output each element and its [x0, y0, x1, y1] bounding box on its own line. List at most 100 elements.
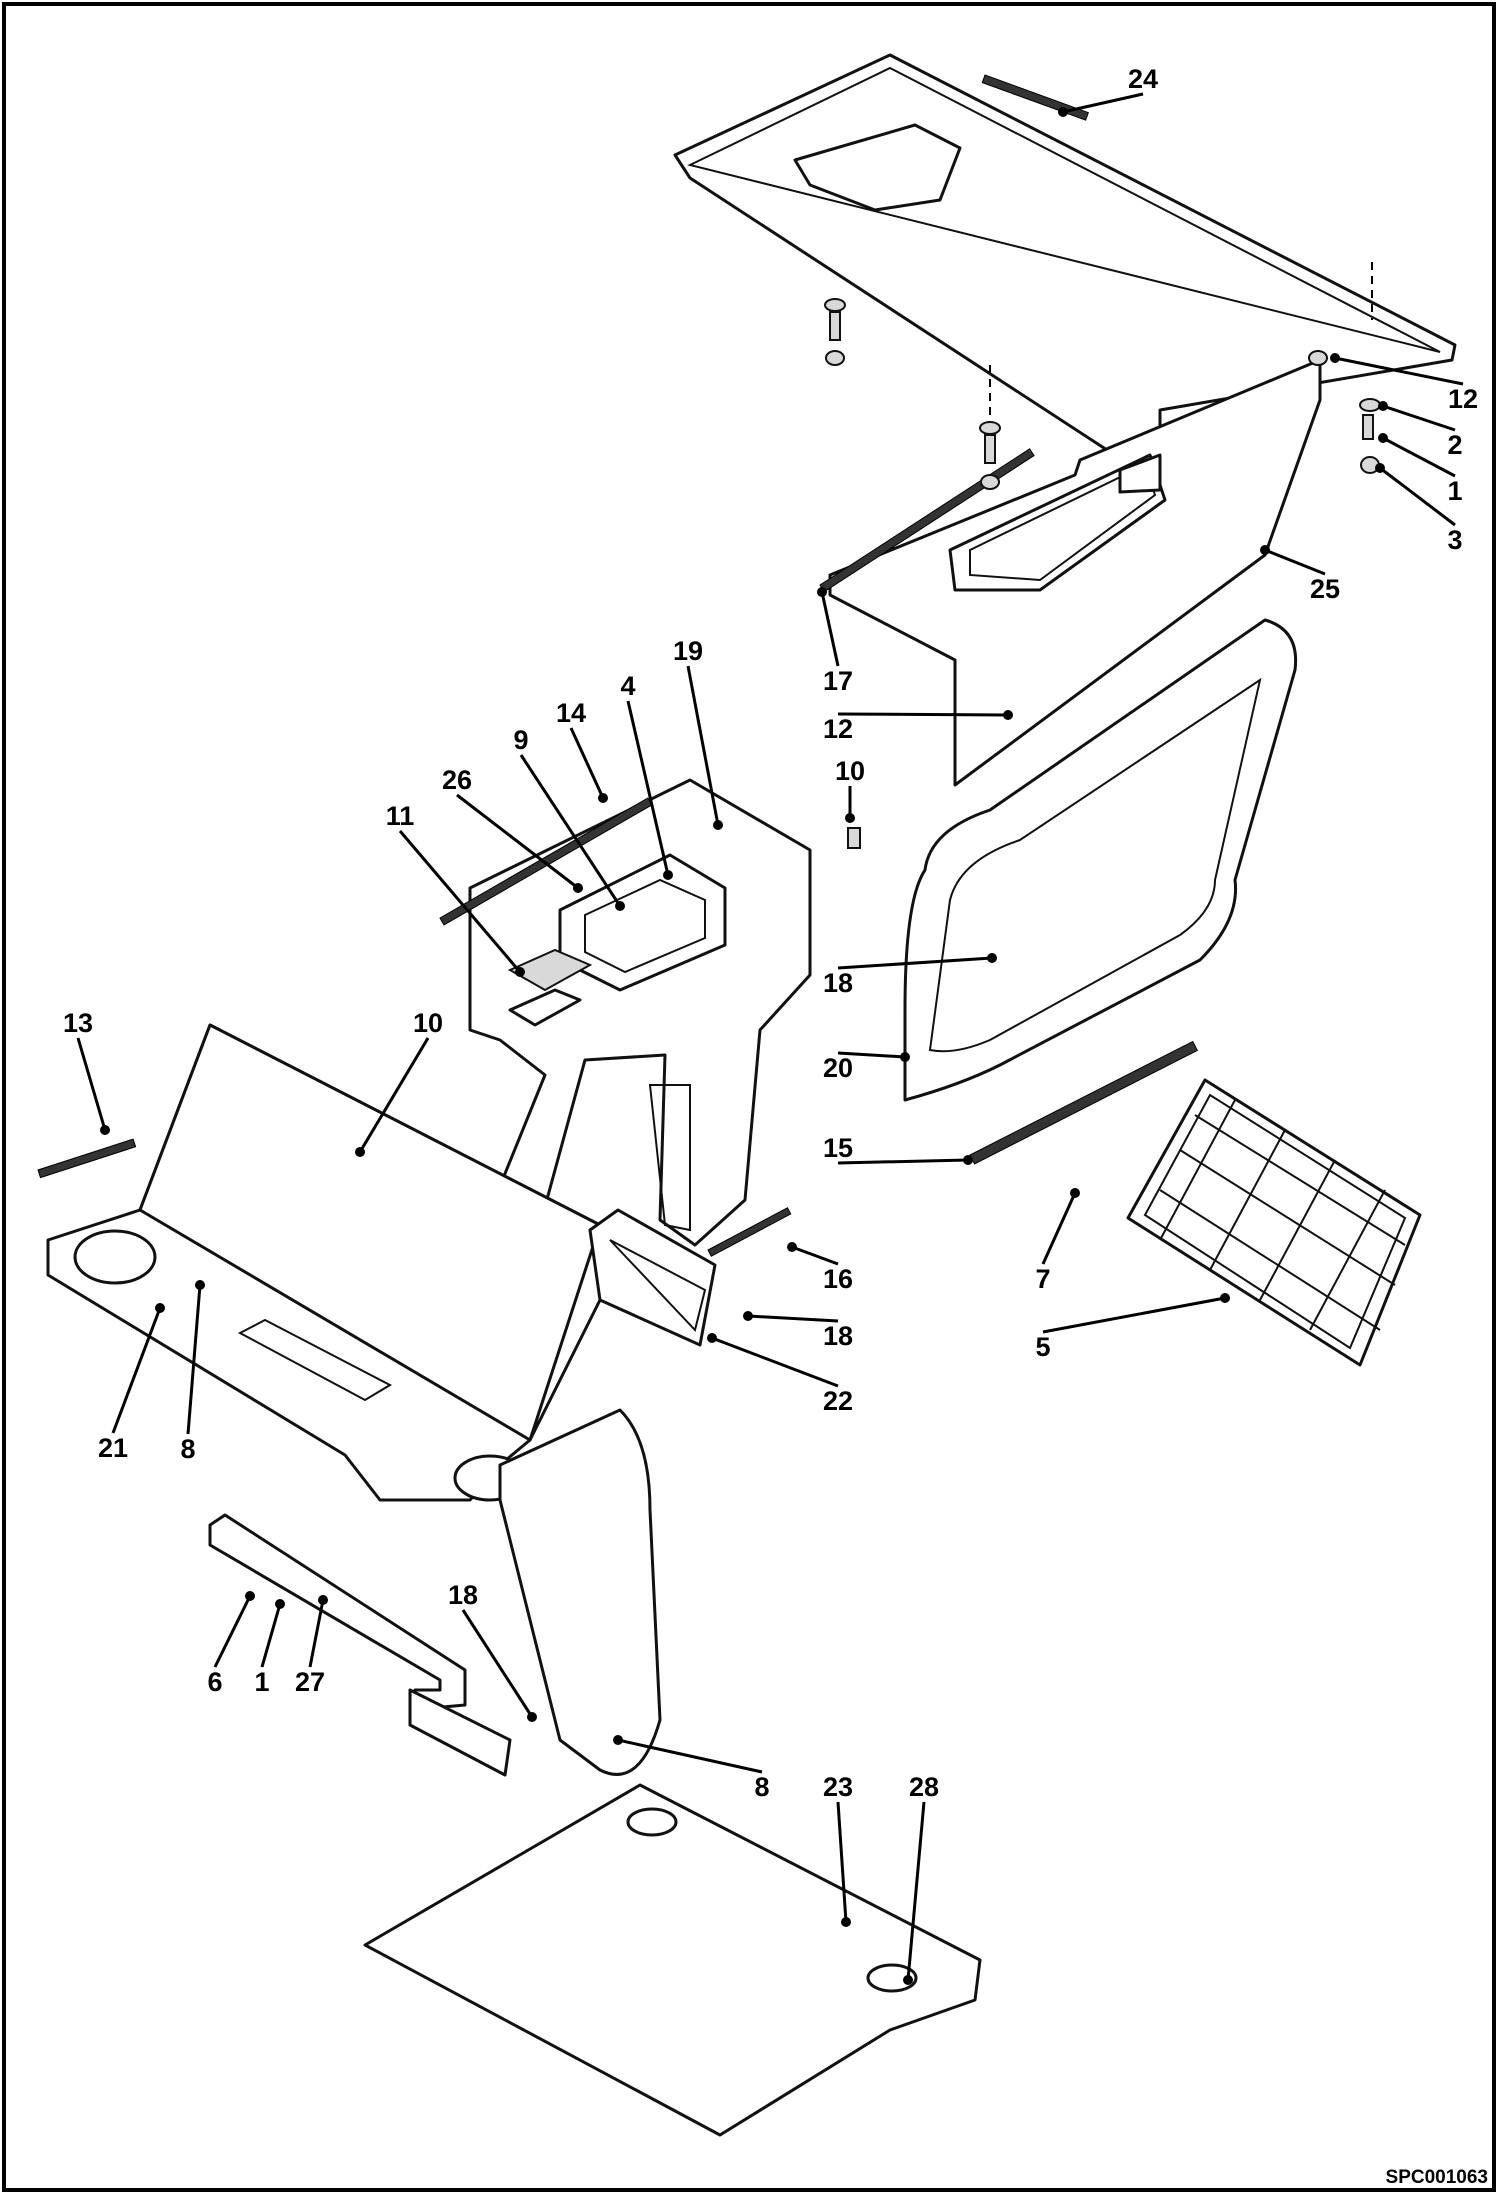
callout-label: 4 [620, 671, 635, 701]
part-5-storage-net [1126, 1078, 1422, 1367]
callout-target-dot [1375, 463, 1385, 473]
callout-target-dot [515, 967, 525, 977]
part-28-grommet-lower [866, 1963, 918, 1993]
callout-leader-line [837, 956, 993, 970]
callout-18: 18 [448, 1580, 537, 1722]
callout-leader-line [519, 754, 622, 907]
callout-4: 4 [620, 671, 673, 880]
callout-target-dot [787, 1242, 797, 1252]
callout-label: 9 [513, 725, 528, 755]
callout-target-dot [987, 953, 997, 963]
callout-28: 28 [903, 1772, 939, 1985]
callout-target-dot [355, 1147, 365, 1157]
callout-label: 10 [835, 756, 865, 786]
callout-leader-line [461, 1609, 534, 1718]
callout-leader-line [1264, 548, 1326, 576]
callout-label: 19 [673, 636, 703, 666]
callout-leader-line [837, 712, 1009, 717]
callout-14: 14 [556, 698, 608, 803]
callout-target-dot [275, 1599, 285, 1609]
callout-leader-line [569, 727, 605, 799]
part-10-clip-upper [847, 827, 861, 849]
callout-leader-line [308, 1599, 325, 1668]
callout-label: 8 [754, 1772, 769, 1802]
callout-label: 1 [254, 1667, 269, 1697]
callout-leader-line [1382, 404, 1456, 432]
callout-leader-line [456, 793, 579, 890]
part-16-trim-strip [707, 1207, 792, 1257]
callout-22: 22 [707, 1333, 853, 1416]
callout-target-dot [1003, 710, 1013, 720]
callout-3: 3 [1375, 463, 1463, 555]
callout-target-dot [841, 1917, 851, 1927]
callout-target-dot [1378, 433, 1388, 443]
callout-label: 18 [823, 1321, 853, 1351]
callout-leader-line [1334, 356, 1464, 386]
callout-26: 26 [442, 765, 583, 893]
callout-19: 19 [673, 636, 723, 830]
callout-18: 18 [823, 953, 997, 998]
callout-8: 8 [613, 1735, 770, 1802]
callout-leader-line [711, 1336, 839, 1388]
callout-label: 1 [1447, 476, 1462, 506]
callout-leader-line [686, 665, 720, 826]
callout-2: 2 [1378, 401, 1463, 460]
part-21-front-panel [46, 1023, 602, 1502]
callout-label: 23 [823, 1772, 853, 1802]
callout-target-dot [573, 883, 583, 893]
callout-15: 15 [823, 1133, 973, 1165]
callout-leader-line [837, 1158, 969, 1165]
callout-target-dot [707, 1333, 717, 1343]
callout-label: 17 [823, 666, 853, 696]
callout-20: 20 [823, 1051, 910, 1083]
callout-label: 12 [823, 714, 853, 744]
callout-leader-line [1062, 92, 1144, 114]
callout-target-dot [845, 813, 855, 823]
callout-leader-line [791, 1245, 839, 1266]
callout-label: 2 [1447, 430, 1462, 460]
callout-label: 20 [823, 1053, 853, 1083]
callout-target-dot [900, 1052, 910, 1062]
callout-label: 12 [1448, 384, 1478, 414]
callout-7: 7 [1035, 1188, 1080, 1294]
callout-leader-line [906, 1801, 926, 1981]
callout-leader-line [111, 1307, 162, 1434]
callout-leader-line [1382, 436, 1456, 478]
callout-target-dot [1260, 545, 1270, 555]
callout-label: 18 [448, 1580, 478, 1610]
callout-target-dot [155, 1303, 165, 1313]
callout-target-dot [598, 793, 608, 803]
callout-target-dot [195, 1280, 205, 1290]
callout-label: 18 [823, 968, 853, 998]
callout-target-dot [1378, 401, 1388, 411]
callout-leader-line [213, 1595, 252, 1668]
callout-label: 16 [823, 1264, 853, 1294]
callout-leader-line [747, 1314, 839, 1323]
callout-target-dot [903, 1975, 913, 1985]
callout-10: 10 [355, 1008, 443, 1157]
part-20-side-panel [903, 618, 1298, 1102]
callout-label: 10 [413, 1008, 443, 1038]
callout-9: 9 [513, 725, 625, 911]
callout-leader-line [836, 1801, 848, 1923]
callout-label: 11 [386, 801, 415, 831]
callout-leader-line [260, 1603, 282, 1668]
callout-target-dot [1058, 107, 1068, 117]
callout-target-dot [1330, 353, 1340, 363]
callout-25: 25 [1260, 545, 1340, 604]
callout-leader-line [617, 1738, 763, 1774]
callout-21: 21 [98, 1303, 165, 1463]
part-23-floor-mat [363, 1783, 982, 2137]
callout-leader-line [626, 700, 670, 876]
callout-16: 16 [787, 1242, 853, 1294]
callout-24: 24 [1058, 64, 1158, 117]
callout-leader-line [837, 1051, 906, 1059]
callout-12: 12 [823, 710, 1013, 744]
callout-label: 3 [1447, 525, 1462, 555]
part-28-grommet-upper [626, 1807, 678, 1837]
callout-label: 14 [556, 698, 586, 728]
callout-label: 21 [98, 1433, 128, 1463]
